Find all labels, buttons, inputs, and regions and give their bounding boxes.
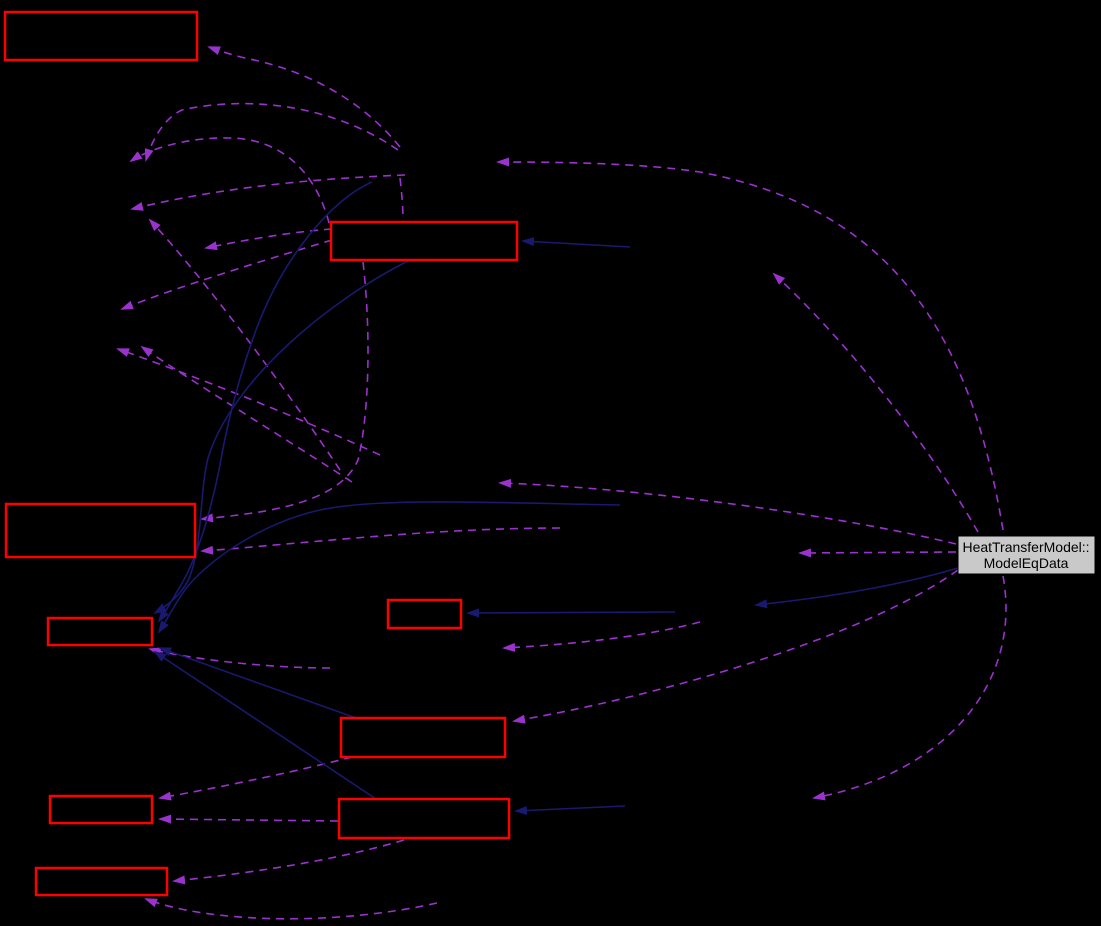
- edge-dashed-to-hidden-648: [502, 621, 701, 652]
- class-box-small-left[interactable]: [46, 616, 154, 647]
- edge-dashed-node-to-box6: [512, 569, 959, 724]
- edge-dashed-node-to-hidden-mid: [498, 478, 957, 545]
- edge-dashed-diag-to-left-b: [148, 218, 341, 471]
- edge-solid-node-to-hidden: [754, 567, 959, 609]
- class-box-mid-left[interactable]: [4, 502, 197, 559]
- edge-dashed-node-to-hidden-horizontal: [798, 548, 957, 558]
- class-box-lower-middle-1[interactable]: [339, 716, 507, 759]
- central-node-label-line2: ModelEqData: [984, 555, 1069, 571]
- edge-dashed-n1-to-topleft: [144, 102, 399, 162]
- edge-solid-hidden-to-box4-a: [157, 181, 373, 623]
- edge-dashed-box8-to-box7: [158, 814, 339, 824]
- edge-dashed-to-cluster-a: [116, 348, 381, 456]
- edge-dashed-node-to-n1: [496, 157, 1004, 531]
- edge-solid-to-box5: [466, 608, 676, 618]
- edge-dashed-to-box4-corner: [148, 647, 331, 669]
- central-node: HeatTransferModel:: ModelEqData: [957, 535, 1096, 575]
- edge-dashed-to-box9-bottom: [144, 898, 438, 920]
- class-box-small-middle[interactable]: [386, 598, 463, 630]
- edge-solid-box6-to-box4: [158, 647, 357, 719]
- edge-dashed-node-to-hidden-lower: [812, 575, 1007, 801]
- class-box-bottom-left[interactable]: [34, 866, 169, 897]
- edge-dashed-box8-to-box9: [172, 839, 405, 885]
- class-box-top-left[interactable]: [3, 10, 199, 62]
- edge-dashed-n1-to-box1: [207, 46, 401, 148]
- edge-dashed-box2-to-topleft: [129, 137, 330, 224]
- edge-solid-box2-to-box4: [153, 260, 409, 615]
- edge-dashed-box2-to-midleft: [204, 228, 333, 251]
- edge-solid-to-box2: [521, 237, 631, 248]
- edge-solid-box8-to-box4: [153, 650, 377, 800]
- edge-solid-hidden-to-box4-b: [157, 501, 621, 634]
- edge-dashed-n1-to-left-a: [130, 174, 406, 211]
- edge-dashed-n1-to-box2: [399, 177, 404, 221]
- class-box-upper-middle[interactable]: [329, 220, 519, 262]
- class-box-small-lower-left[interactable]: [48, 794, 154, 825]
- edge-solid-to-box8: [514, 805, 626, 815]
- central-node-label-line1: HeatTransferModel::: [962, 539, 1089, 555]
- edge-dashed-node-to-hidden-upper: [772, 272, 979, 533]
- edge-dashed-to-cluster-b: [140, 345, 353, 483]
- class-box-lower-middle-2[interactable]: [337, 797, 511, 840]
- edge-dashed-box2-to-box3-upper: [200, 261, 369, 523]
